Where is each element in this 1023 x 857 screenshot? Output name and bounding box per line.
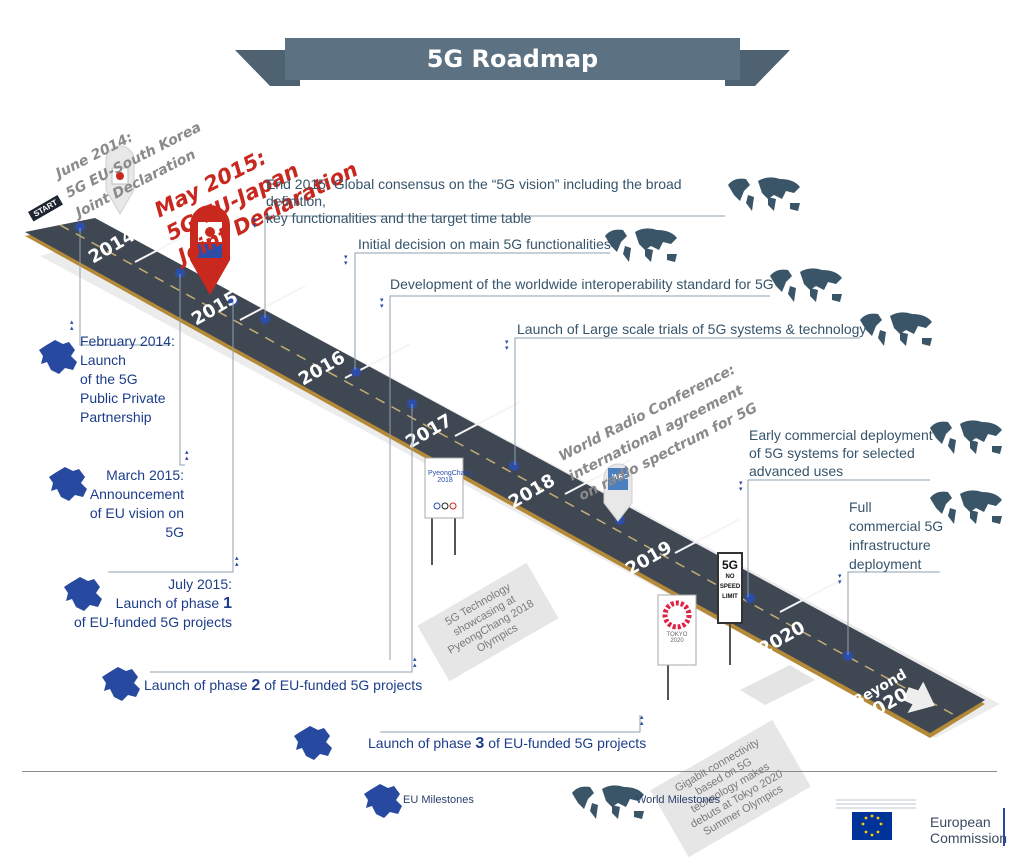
world-milestone-initial-decision: Initial decision on main 5G functionalit… xyxy=(358,236,611,253)
ec-line1: European xyxy=(930,814,991,830)
eu-arrow-icon: ▴▴ xyxy=(70,319,74,332)
world-milestone-line: Development of the worldwide interoperab… xyxy=(390,276,774,292)
ec-line2: Commission xyxy=(930,830,1008,846)
eu-milestone-text: Launch of phase xyxy=(115,595,224,611)
eu-arrow-icon: ▴▴ xyxy=(413,656,417,669)
eu-milestone-line: Launch of phase 1 xyxy=(70,594,232,613)
world-milestone-line: of 5G systems for selected xyxy=(749,445,915,461)
korea-pin-icon xyxy=(105,145,135,215)
eu-milestone-line: of the 5G xyxy=(80,371,138,387)
eu-milestone-text: of EU-funded 5G projects xyxy=(484,735,647,751)
eu-arrow-icon: ▴▴ xyxy=(185,449,189,462)
eu-milestone-text: Launch of phase xyxy=(368,735,476,751)
eu-milestone-phase-3: Launch of phase 3 of EU-funded 5G projec… xyxy=(368,734,646,753)
world-milestone-end-2015: End 2015: Global consensus on the “5G vi… xyxy=(266,176,736,227)
pyeongchang-logo-text: PyeongChang 2018 xyxy=(428,470,473,484)
eu-arrow-icon: ▴▴ xyxy=(640,714,644,727)
wrc-pin-icon xyxy=(603,463,633,522)
world-arrow-icon: ▾▾ xyxy=(253,217,257,230)
pyeongchang-sign-icon xyxy=(424,457,464,565)
speed-sign-line2: NO xyxy=(725,574,735,580)
world-milestone-line: Early commercial deployment xyxy=(749,427,933,443)
eu-milestone-line: July 2015: xyxy=(168,576,232,592)
world-arrow-icon: ▾▾ xyxy=(344,254,348,267)
world-milestone-line: commercial 5G xyxy=(849,518,944,534)
ec-divider xyxy=(1003,808,1005,846)
eu-milestone-line: February 2014: xyxy=(80,333,175,349)
eu-arrow-icon: ▴▴ xyxy=(235,555,239,568)
world-milestone-line: End 2015: Global consensus on the “5G vi… xyxy=(266,176,682,209)
world-milestone-line: key functionalities and the target time … xyxy=(266,210,532,226)
eu-milestone-phase-2: Launch of phase 2 of EU-funded 5G projec… xyxy=(144,676,422,695)
phase-number: 3 xyxy=(475,735,485,752)
european-commission-logo-icon xyxy=(836,799,916,840)
eu-milestone-feb-2014: February 2014: Launch of the 5G Public P… xyxy=(80,332,175,427)
world-milestone-standard: Development of the worldwide interoperab… xyxy=(390,276,774,293)
legend-world-label: World Milestones xyxy=(636,794,721,806)
footer-divider xyxy=(22,771,997,772)
speed-sign-line4: LIMIT xyxy=(722,594,738,600)
eu-milestone-jul-2015: July 2015: Launch of phase 1 of EU-funde… xyxy=(70,575,232,632)
world-milestone-line: Launch of Large scale trials of 5G syste… xyxy=(517,321,867,337)
title-banner-shape xyxy=(235,50,790,86)
tokyo-logo-text: TOKYO 2020 xyxy=(666,632,688,644)
legend-eu-label: EU Milestones xyxy=(403,794,474,806)
world-arrow-icon: ▾▾ xyxy=(838,573,842,586)
speed-sign-text: 5G NO SPEED LIMIT xyxy=(719,558,741,602)
eu-milestone-line: of EU vision on 5G xyxy=(89,505,184,540)
eu-milestone-text: of EU-funded 5G projects xyxy=(260,677,423,693)
world-milestone-trials: Launch of Large scale trials of 5G syste… xyxy=(517,321,866,338)
eu-milestone-line: Announcement xyxy=(89,486,184,502)
speed-sign-icon xyxy=(717,552,743,665)
wrc-badge-text: WRC xyxy=(612,474,629,481)
world-arrow-icon: ▾▾ xyxy=(380,297,384,310)
phase-number: 2 xyxy=(251,677,261,694)
world-milestone-line: deployment xyxy=(849,556,922,572)
world-milestone-line: Initial decision on main 5G functionalit… xyxy=(358,236,611,252)
eu-milestone-mar-2015: March 2015: Announcement of EU vision on… xyxy=(72,466,184,542)
eu-milestone-line: of EU-funded 5G projects xyxy=(74,614,232,630)
sign-shadows xyxy=(740,665,815,705)
world-milestone-line: infrastructure xyxy=(849,537,931,553)
tokyo-sign-icon xyxy=(657,594,697,700)
eu-milestone-line: Public Private xyxy=(80,390,166,406)
speed-sign-line1: 5G xyxy=(721,558,738,572)
japan-pin-icon xyxy=(190,205,230,295)
phase-number: 1 xyxy=(223,595,232,612)
world-milestone-full-deployment: Full commercial 5G infrastructure deploy… xyxy=(849,498,943,574)
world-arrow-icon: ▾▾ xyxy=(505,339,509,352)
speed-sign-line3: SPEED xyxy=(719,584,741,590)
page-title: 5G Roadmap xyxy=(285,38,740,80)
eu-milestone-line: March 2015: xyxy=(106,467,184,483)
eu-milestone-text: Launch of phase xyxy=(144,677,252,693)
eu-milestone-line: Partnership xyxy=(80,409,152,425)
world-milestone-line: Full xyxy=(849,499,872,515)
european-commission-label: European Commission xyxy=(930,814,1007,846)
world-milestone-early-deployment: Early commercial deployment of 5G system… xyxy=(749,426,933,480)
eu-milestone-line: Launch xyxy=(80,352,126,368)
world-arrow-icon: ▾▾ xyxy=(739,480,743,493)
world-milestone-line: advanced uses xyxy=(749,463,844,479)
